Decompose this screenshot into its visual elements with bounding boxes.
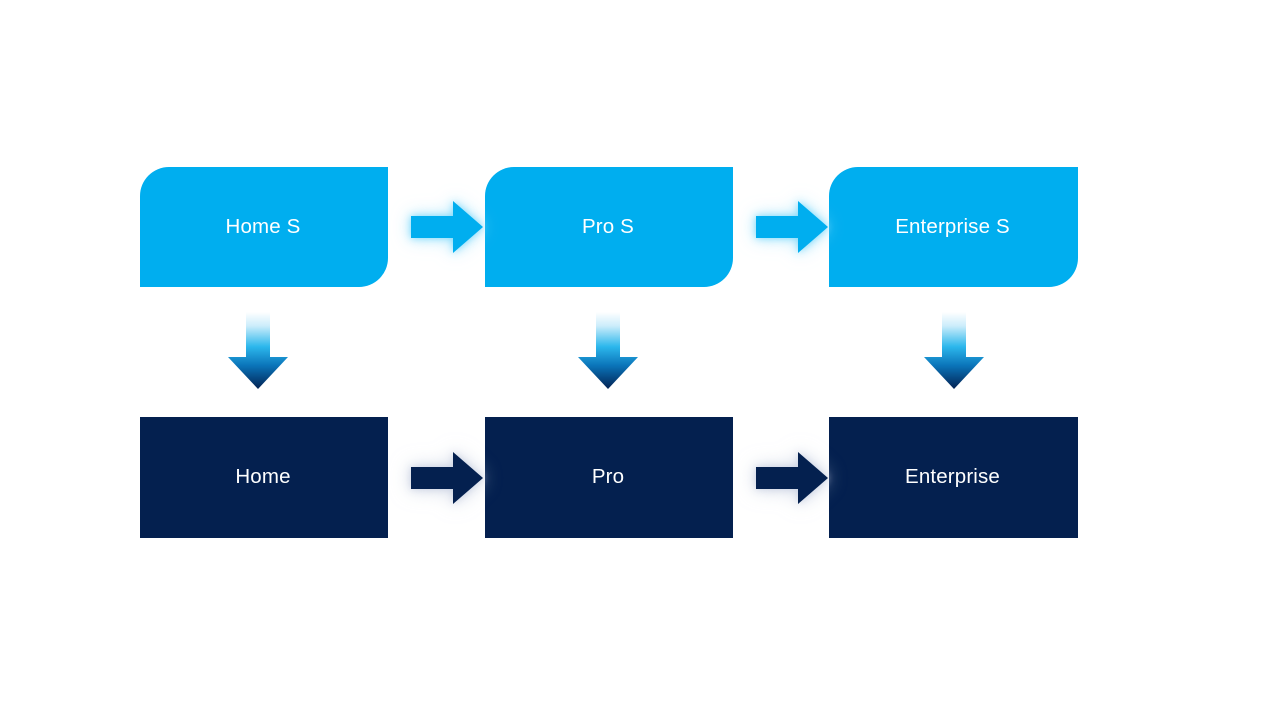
service-arrow-2-right-arrow-icon bbox=[756, 201, 828, 253]
down-arrow-2-down-arrow-icon bbox=[578, 312, 638, 389]
node-label: Home bbox=[235, 465, 291, 489]
product-arrow-1-right-arrow-icon bbox=[411, 452, 483, 504]
node-pro-s[interactable]: Pro S bbox=[485, 167, 733, 287]
node-label: Home S bbox=[225, 214, 301, 238]
node-enterprise[interactable]: Enterprise bbox=[829, 417, 1078, 538]
node-pro[interactable]: Pro bbox=[485, 417, 733, 538]
product-arrow-2-right-arrow-icon bbox=[756, 452, 828, 504]
node-label: Enterprise S bbox=[895, 214, 1010, 238]
node-home[interactable]: Home bbox=[140, 417, 388, 538]
node-enterprise-s[interactable]: Enterprise S bbox=[829, 167, 1078, 287]
node-label: Enterprise bbox=[905, 465, 1000, 489]
node-label: Pro S bbox=[581, 214, 635, 238]
down-arrow-1-down-arrow-icon bbox=[228, 312, 288, 389]
node-label: Pro bbox=[591, 465, 625, 489]
service-arrow-1-right-arrow-icon bbox=[411, 201, 483, 253]
node-home-s[interactable]: Home S bbox=[140, 167, 388, 287]
down-arrow-3-down-arrow-icon bbox=[924, 312, 984, 389]
